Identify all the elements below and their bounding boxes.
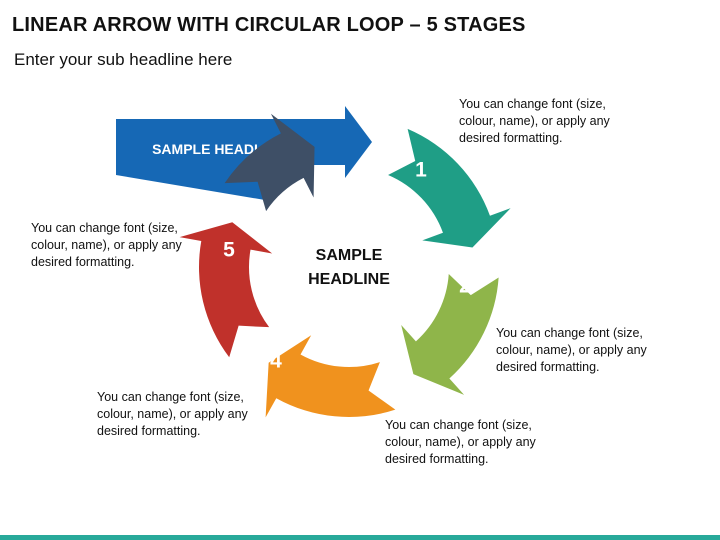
stage-4-note: You can change font (size, colour, name)… xyxy=(97,390,248,438)
stage-2-arrow xyxy=(401,273,499,395)
center-headline-line1: SAMPLE xyxy=(316,247,383,264)
stage-3-number: 3 xyxy=(387,367,399,390)
stage-4-arrow xyxy=(179,222,273,358)
stage-5-arrow xyxy=(224,113,315,212)
stage-2-note: You can change font (size, colour, name)… xyxy=(496,326,647,374)
stage-1-arrow xyxy=(388,128,511,248)
stage-3-note: You can change font (size, colour, name)… xyxy=(385,418,536,466)
stage-1-number: 1 xyxy=(415,159,427,182)
headline-arrow xyxy=(116,106,372,200)
stage-2-number: 2 xyxy=(459,275,471,298)
page-title: LINEAR ARROW WITH CIRCULAR LOOP – 5 STAG… xyxy=(12,14,526,36)
stage-4-number: 4 xyxy=(270,350,282,373)
stage-3-arrow xyxy=(265,335,396,418)
stage-1-note: You can change font (size, colour, name)… xyxy=(459,97,610,145)
loop-segments: 1 2 3 4 5 xyxy=(179,113,511,418)
stage-5-note: You can change font (size, colour, name)… xyxy=(31,221,182,269)
bottom-accent-bar xyxy=(0,535,720,540)
page-subtitle: Enter your sub headline here xyxy=(14,50,233,69)
center-headline-line2: HEADLINE xyxy=(308,271,390,288)
stage-5-number: 5 xyxy=(223,239,235,262)
